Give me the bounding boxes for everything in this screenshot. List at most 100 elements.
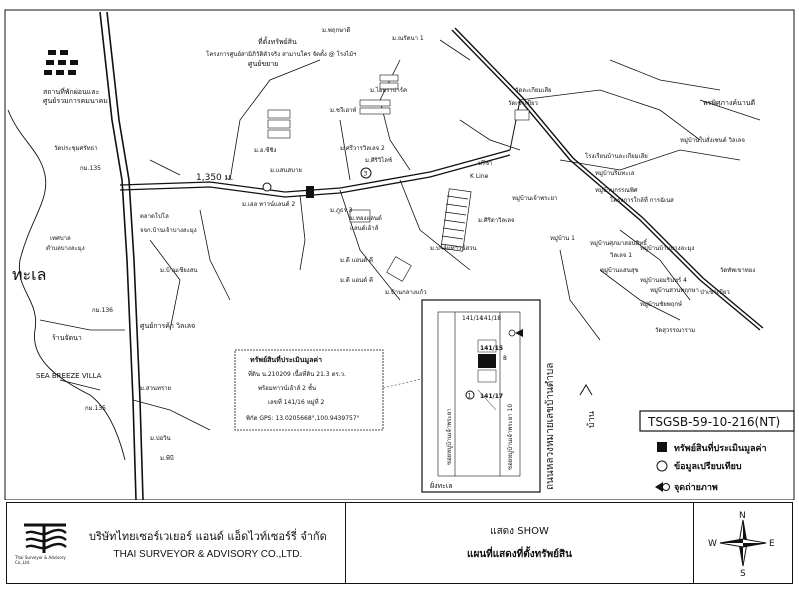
legend: ทรัพย์สินที่ประเมินมูลค่า ข้อมูลเปรียบเท…: [655, 441, 767, 493]
svg-text:ศูนย์รวมการคมนาคม: ศูนย์รวมการคมนาคม: [43, 97, 108, 105]
svg-text:หมู่บ้านสวนพฤกษา: หมู่บ้านสวนพฤกษา: [650, 287, 699, 294]
svg-text:ศูนย์การค้า วิลเลจ: ศูนย์การค้า วิลเลจ: [140, 322, 195, 330]
svg-text:ม.ไอยราปาร์ค: ม.ไอยราปาร์ค: [370, 86, 407, 94]
svg-text:141/18: 141/18: [480, 315, 501, 322]
svg-text:กม.135: กม.135: [80, 165, 101, 172]
comparison-marker-1: [360, 167, 372, 179]
svg-text:ซอยหมู่บ้านเจ้าพระยา: ซอยหมู่บ้านเจ้าพระยา: [446, 408, 453, 465]
info-title: ทรัพย์สินที่ประเมินมูลค่า: [250, 354, 322, 365]
legend-camera-arrow-icon: [655, 482, 670, 492]
company-logo: Thai Surveyor & Advisory Co.,Ltd.: [15, 521, 75, 565]
svg-text:โครงการศูนย์สามิภิวัติตัวจริง: โครงการศูนย์สามิภิวัติตัวจริง สามานใคร จ…: [206, 48, 356, 58]
svg-text:141/17: 141/17: [480, 393, 503, 400]
svg-text:ม.ศิริดาวิลเลจ: ม.ศิริดาวิลเลจ: [478, 217, 514, 224]
property-info-box: ทรัพย์สินที่ประเมินมูลค่า ที่ดิน น.21020…: [234, 349, 384, 431]
svg-text:ป่าเขาเขียว: ป่าเขาเขียว: [700, 288, 730, 296]
svg-text:141/15: 141/15: [480, 345, 503, 352]
svg-text:ม.ทองแลนด์: ม.ทองแลนด์: [350, 214, 382, 222]
svg-text:พรพิศุภางค์นานดี: พรพิศุภางค์นานดี: [703, 99, 755, 107]
road-to-property: [119, 149, 511, 198]
svg-text:หมู่บ้านริมทะเล: หมู่บ้านริมทะเล: [595, 170, 635, 177]
svg-text:ม.ภูธร 3: ม.ภูธร 3: [330, 207, 353, 214]
compass-cell: N S E W: [694, 503, 792, 583]
svg-text:ม.ดี แอนด์ คี: ม.ดี แอนด์ คี: [340, 256, 373, 264]
svg-text:8: 8: [503, 355, 507, 362]
svg-text:จุดถ่ายภาพ: จุดถ่ายภาพ: [674, 482, 718, 493]
logo-waves-icon: [24, 523, 67, 553]
inset-detail-map: 1 141/15 141/17 8 141/14 141/18 ซอยหมู่บ…: [421, 299, 541, 493]
svg-text:SEA BREEZE VILLA: SEA BREEZE VILLA: [36, 372, 102, 380]
secondary-roads: [39, 39, 761, 431]
code-box: [639, 410, 795, 432]
svg-text:1,350 ม.: 1,350 ม.: [196, 173, 233, 183]
inset-comparison: [465, 390, 475, 400]
svg-text:ม.แสนสบาย: ม.แสนสบาย: [270, 167, 302, 174]
vertical-road-text-2: บ้าน: [586, 411, 597, 428]
svg-text:ม.บ่อวิน: ม.บ่อวิน: [150, 435, 171, 442]
company-cell: Thai Surveyor & Advisory Co.,Ltd. บริษัท…: [7, 503, 346, 583]
svg-text:กม.136: กม.136: [92, 307, 113, 314]
company-name-en: THAI SURVEYOR & ADVISORY CO.,LTD.: [113, 548, 303, 560]
svg-text:ม.เฮฮ ทาวน์แลนด์ 2: ม.เฮฮ ทาวน์แลนด์ 2: [242, 200, 295, 208]
svg-text:แลนด์เฮ้าส์: แลนด์เฮ้าส์: [350, 224, 379, 232]
svg-text:หมู่บ้านบ้านบางละมุง: หมู่บ้านบ้านบางละมุง: [640, 245, 694, 252]
svg-text:ม.อ.ซีชิง: ม.อ.ซีชิง: [254, 146, 277, 154]
main-highway: [99, 11, 144, 500]
company-name-th: บริษัทไทยเซอร์เวเยอร์ แอนด์ แอ็ดไวท์เซอร…: [89, 529, 327, 543]
inset-property-marker: [478, 354, 496, 368]
svg-text:ตลาดโปโล: ตลาดโปโล: [140, 212, 169, 220]
svg-text:เทศบาล: เทศบาล: [50, 235, 71, 242]
svg-text:3: 3: [364, 171, 368, 178]
svg-text:ทะเล: ทะเล: [12, 265, 46, 284]
svg-text:ม.ศรีวารวิลเลจ 2: ม.ศรีวารวิลเลจ 2: [340, 144, 385, 152]
svg-text:ม.ดี แอนด์ คี: ม.ดี แอนด์ คี: [340, 276, 373, 284]
svg-text:ศูนย์ขยาย: ศูนย์ขยาย: [248, 60, 278, 68]
svg-text:K Line: K Line: [470, 173, 489, 180]
location-map: 3 ที่ตั้งทรัพย์สิน โครงการศูนย์สามิภิวัต…: [4, 9, 795, 500]
svg-text:โรงเรียนบ้านละเกียมเสีย: โรงเรียนบ้านละเกียมเสีย: [585, 152, 648, 160]
svg-text:หมู่บ้านอมรินทร์ 4: หมู่บ้านอมรินทร์ 4: [640, 276, 687, 284]
svg-text:วัดสุวรรณาราม: วัดสุวรรณาราม: [655, 327, 695, 334]
svg-text:ที่ตั้งทรัพย์สิน: ที่ตั้งทรัพย์สิน: [258, 35, 297, 46]
svg-text:หมู่บ้านแสนสุข: หมู่บ้านแสนสุข: [600, 267, 639, 274]
svg-text:หมู่บ้านกรรณพิศ: หมู่บ้านกรรณพิศ: [595, 187, 638, 194]
svg-text:ข้อมูลเปรียบเทียบ: ข้อมูลเปรียบเทียบ: [674, 461, 742, 472]
svg-text:ม.บ้านกลางแก้ว: ม.บ้านกลางแก้ว: [385, 289, 427, 296]
document-code: TSGSB-59-10-216(NT): [647, 415, 780, 429]
compass-rose-icon: N S E W: [708, 511, 775, 578]
map-title-line2: แผนที่แสดงที่ตั้งทรัพย์สิน: [467, 549, 572, 560]
vertical-road-text: ถนนหลวงหมายเลขบ้านตำบล: [544, 363, 556, 490]
svg-text:ม.ศิริวิไลซ์: ม.ศิริวิไลซ์: [365, 156, 392, 164]
housing-blocks: [267, 74, 530, 282]
compass-n: N: [739, 511, 746, 521]
svg-text:หมู่บ้านชัยพฤกษ์: หมู่บ้านชัยพฤกษ์: [640, 300, 682, 308]
svg-text:ตำบลบางละมุง: ตำบลบางละมุง: [46, 245, 85, 252]
svg-text:วัดละเกียมเสีย: วัดละเกียมเสีย: [515, 86, 552, 94]
legend-circle-icon: [656, 460, 668, 472]
svg-text:1: 1: [468, 393, 472, 400]
svg-text:วัดประชุมศรัทธา: วัดประชุมศรัทธา: [54, 145, 98, 152]
svg-text:ฝั่งทะเล: ฝั่งทะเล: [430, 481, 453, 490]
title-block: Thai Surveyor & Advisory Co.,Ltd. บริษัท…: [6, 502, 793, 584]
property-block-striped: [440, 188, 472, 252]
svg-text:ซอยหมู่บ้านเจ้าพระยา 10: ซอยหมู่บ้านเจ้าพระยา 10: [507, 404, 514, 470]
svg-text:ม.พฤกษาดี: ม.พฤกษาดี: [322, 26, 350, 34]
svg-text:ม.พีบี: ม.พีบี: [160, 454, 174, 462]
station-icons: [44, 50, 78, 75]
diagonal-road: [451, 27, 764, 331]
svg-text:วัดเขาเขียว: วัดเขาเขียว: [508, 99, 538, 107]
svg-text:หมู่บ้านใบสั่งเซนต์ วิลเลจ: หมู่บ้านใบสั่งเซนต์ วิลเลจ: [680, 136, 745, 144]
svg-text:ม.ปาล์มทาวน์สวน: ม.ปาล์มทาวน์สวน: [430, 244, 477, 252]
info-line2: พร้อมทาวน์เฮ้าส์ 2 ชั้น: [258, 382, 316, 392]
svg-text:ม.ชวีเฮาท์: ม.ชวีเฮาท์: [330, 106, 356, 114]
svg-text:จจก.บ้านเจ้าบางละมุง: จจก.บ้านเจ้าบางละมุง: [140, 227, 197, 234]
logo-caption: Thai Surveyor & Advisory Co.,Ltd.: [15, 555, 66, 565]
info-line3: เลขที่ 141/16 หมู่ที่ 2: [268, 398, 324, 406]
inset-camera-icon: [515, 329, 523, 337]
map-frame: [4, 9, 795, 500]
svg-text:หมู่บ้านศุภมาสอนสิทธิ์: หมู่บ้านศุภมาสอนสิทธิ์: [590, 238, 648, 247]
info-gps: พิกัด GPS: 13.0205668°,100.9439757°: [246, 415, 360, 422]
compass-e: E: [769, 539, 775, 549]
svg-text:ร้านจัดนา: ร้านจัดนา: [52, 334, 82, 342]
property-marker: [306, 186, 314, 198]
